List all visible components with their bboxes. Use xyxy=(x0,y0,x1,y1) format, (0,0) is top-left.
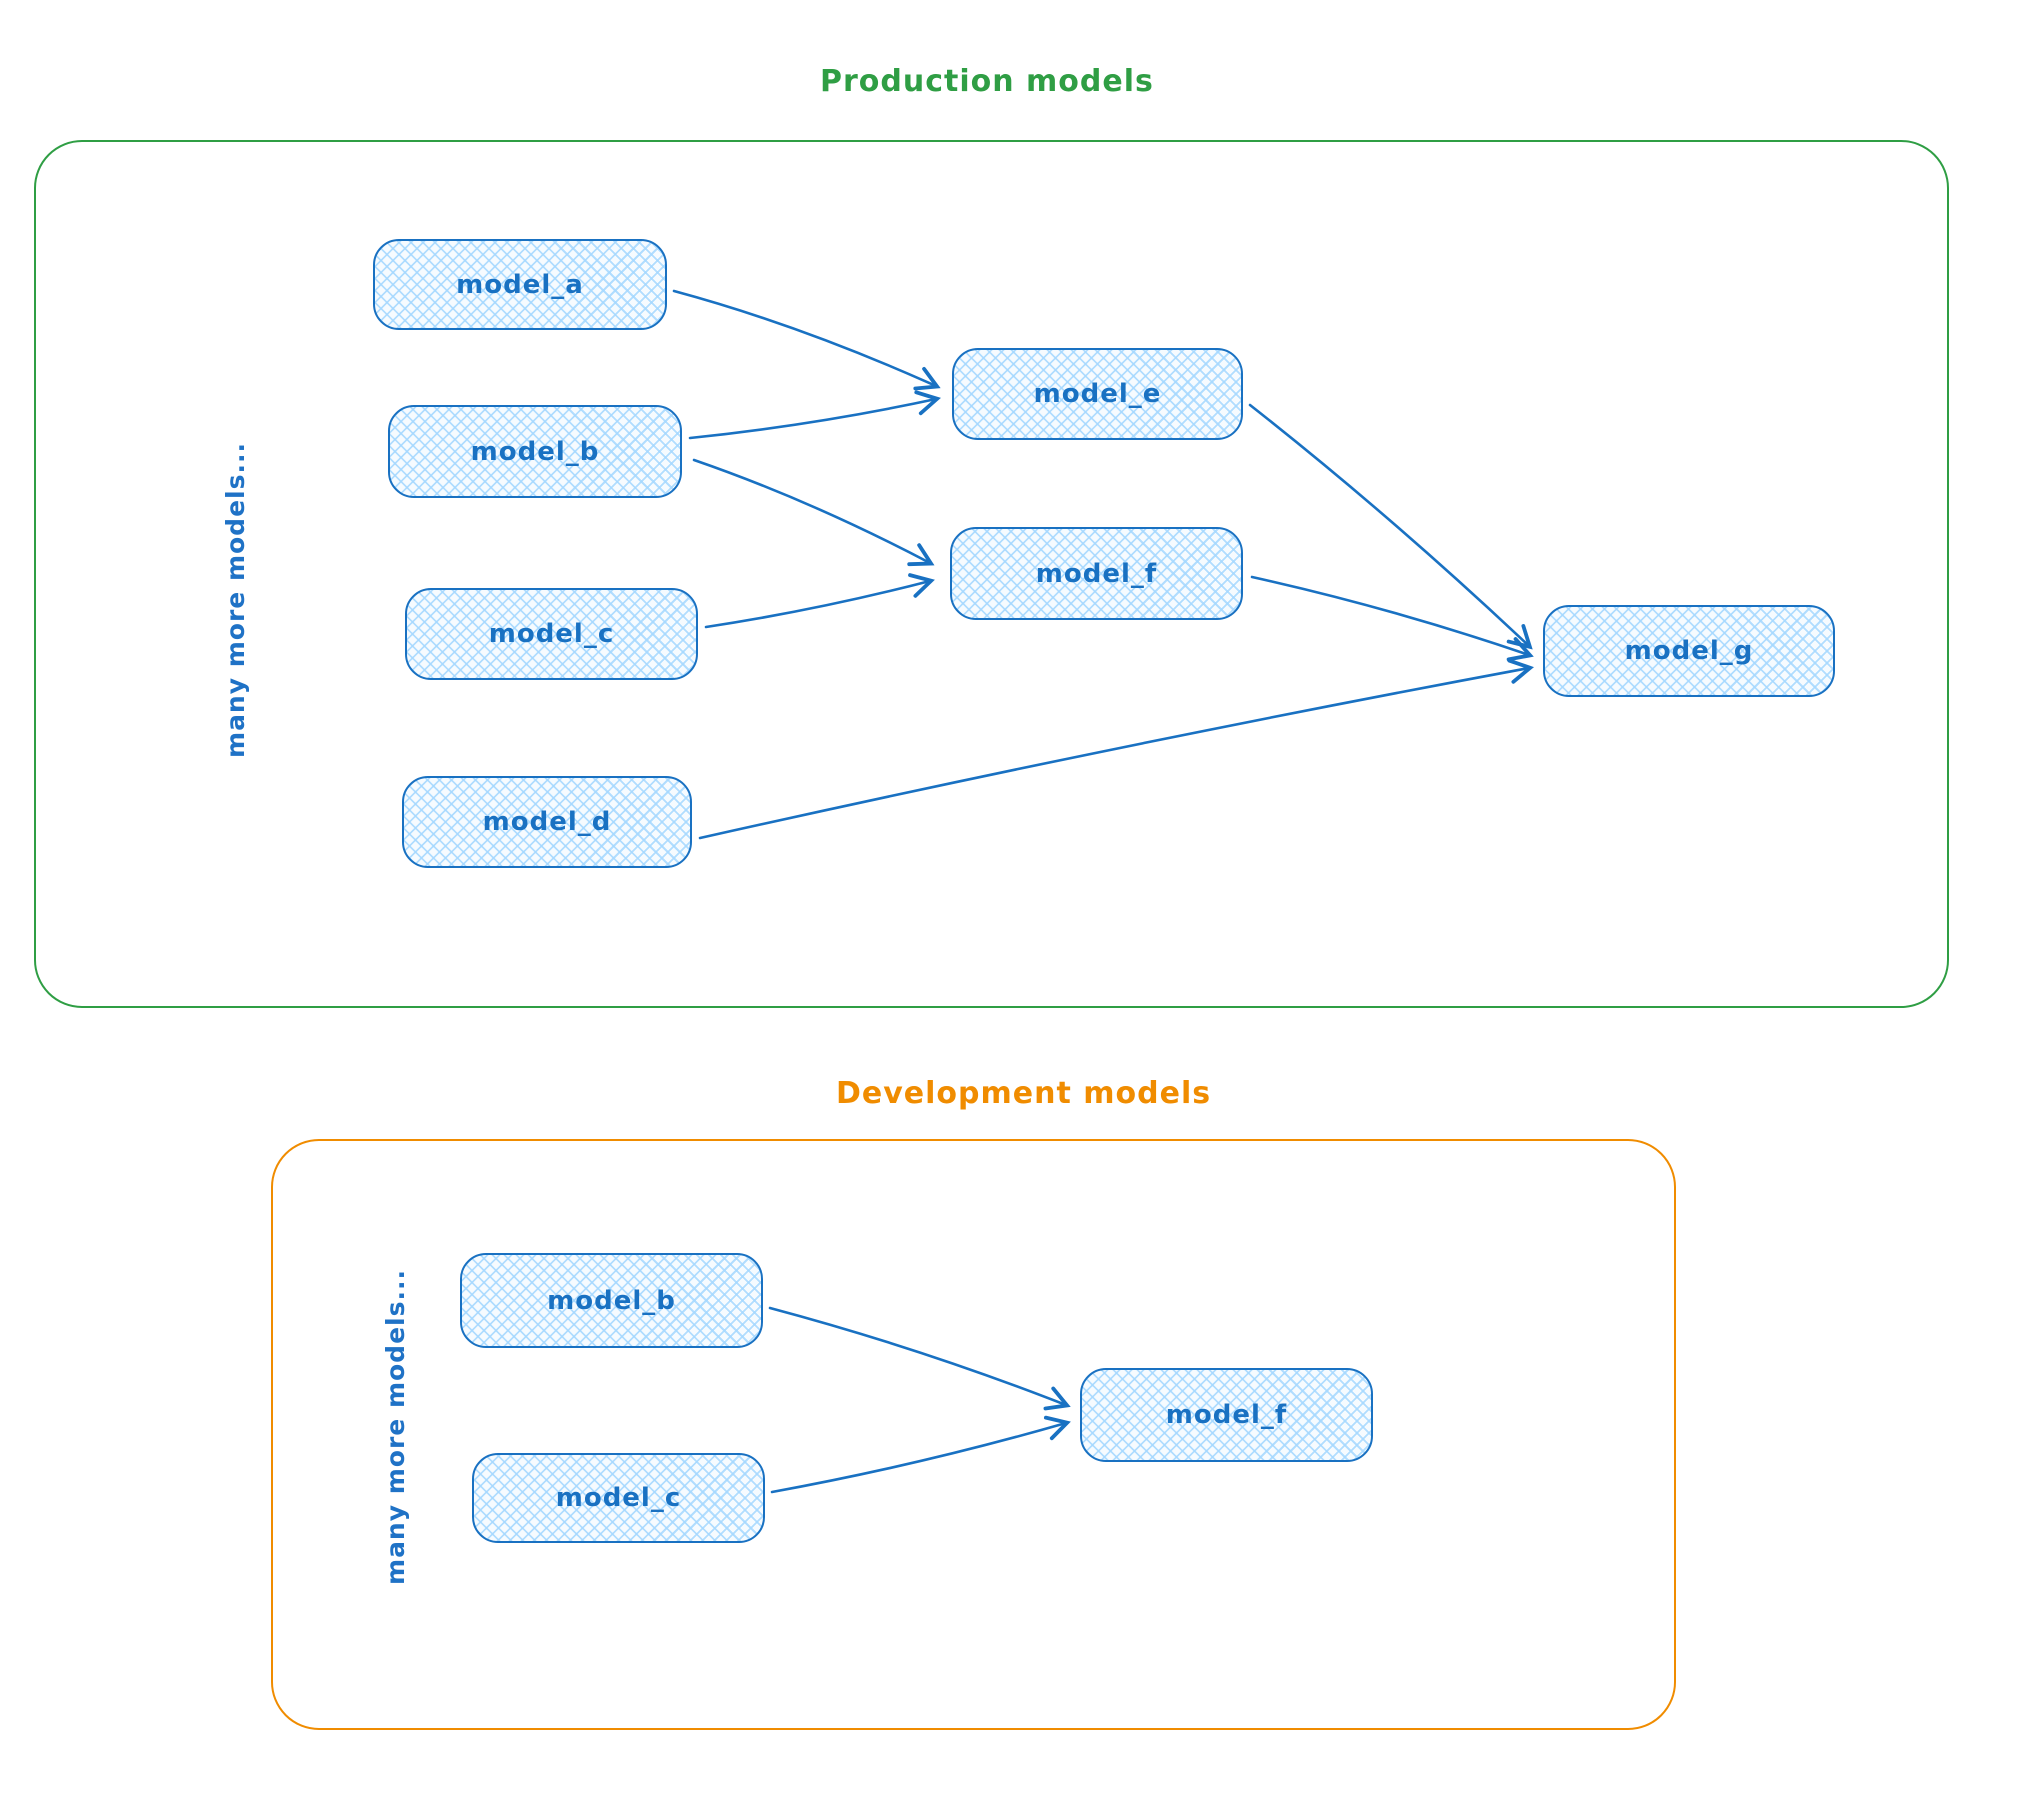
node-production-model-e[interactable]: model_e xyxy=(952,348,1243,440)
node-production-model-d[interactable]: model_d xyxy=(402,776,692,868)
node-label: model_b xyxy=(470,436,600,467)
production-section-title: Production models xyxy=(820,64,1154,99)
production-side-label: many more models... xyxy=(221,442,250,758)
node-development-model-c[interactable]: model_c xyxy=(472,1453,765,1543)
node-label: model_g xyxy=(1624,636,1754,666)
node-label: model_d xyxy=(482,807,612,837)
node-label: model_e xyxy=(1033,379,1162,409)
node-production-model-c[interactable]: model_c xyxy=(405,588,698,680)
development-side-label: many more models... xyxy=(381,1269,410,1585)
development-section-title: Development models xyxy=(836,1076,1212,1111)
node-label: model_c xyxy=(555,1483,682,1513)
node-label: model_f xyxy=(1165,1400,1288,1430)
node-development-model-f[interactable]: model_f xyxy=(1080,1368,1373,1462)
node-label: model_c xyxy=(488,619,615,649)
node-development-model-b[interactable]: model_b xyxy=(460,1253,763,1348)
node-production-model-b[interactable]: model_b xyxy=(388,405,682,498)
node-production-model-f[interactable]: model_f xyxy=(950,527,1243,620)
node-production-model-g[interactable]: model_g xyxy=(1543,605,1835,697)
development-container-frame[interactable] xyxy=(271,1139,1676,1730)
node-label: model_b xyxy=(547,1285,676,1316)
node-label: model_f xyxy=(1035,558,1158,589)
production-container-frame[interactable] xyxy=(34,140,1949,1008)
node-production-model-a[interactable]: model_a xyxy=(373,239,667,330)
node-label: model_a xyxy=(456,269,584,300)
